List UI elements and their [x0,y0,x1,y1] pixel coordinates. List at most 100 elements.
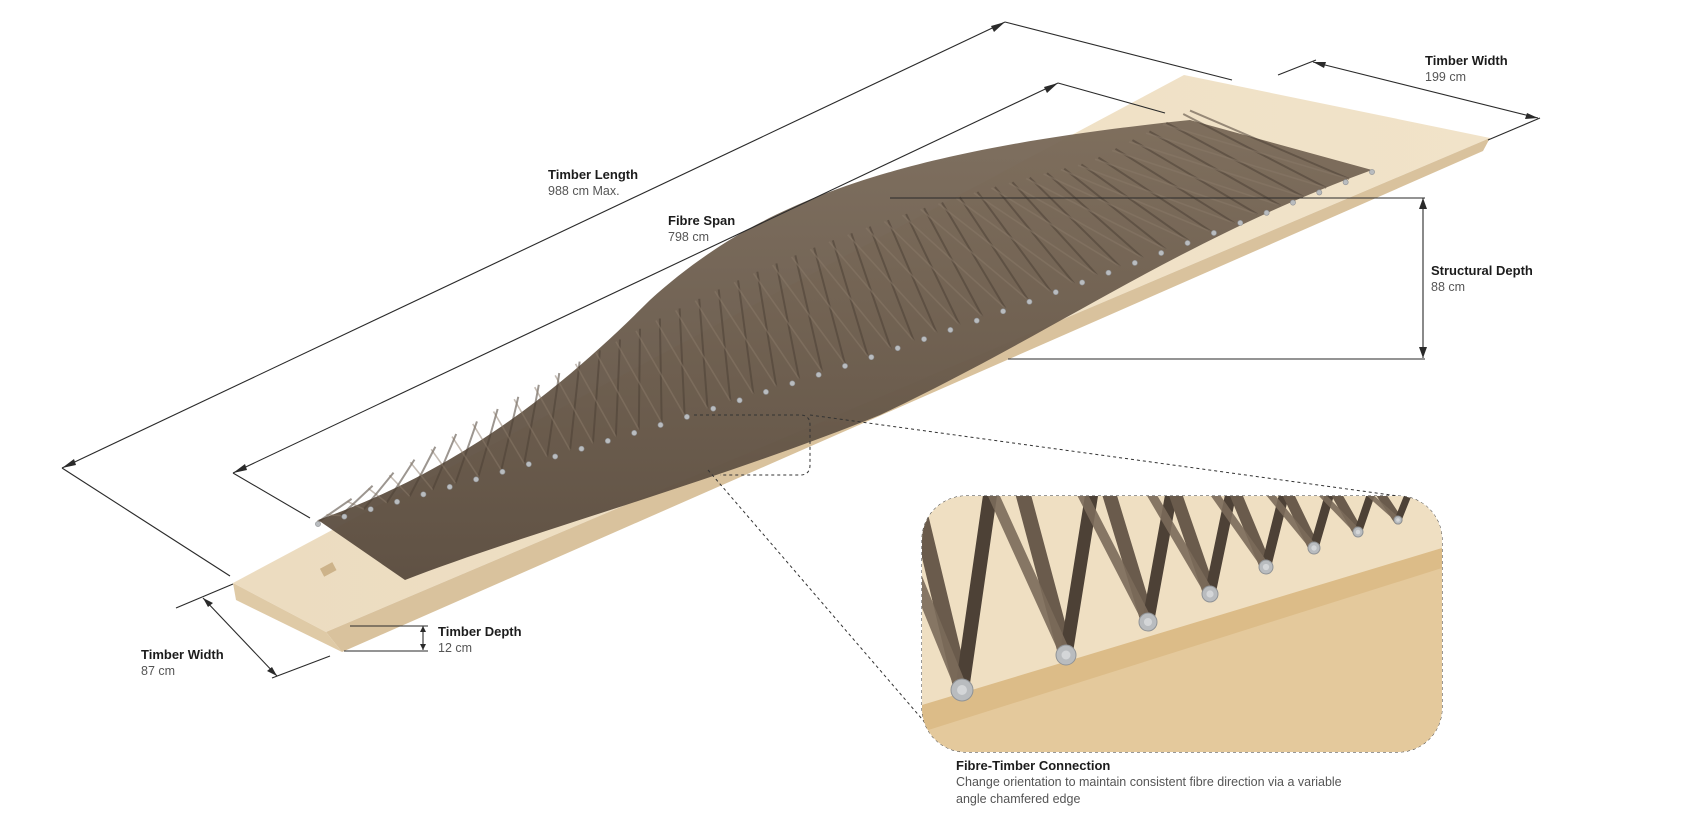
fibre-strand [347,500,365,510]
fibre-strand [1080,163,1190,242]
fibre-strand [409,461,434,491]
fibre-span-ext-right [1057,82,1166,114]
fibre-strand [595,352,640,430]
fibre-strand [385,459,416,504]
fibre-strand [937,202,1052,293]
timber-length-value: 988 cm Max. [548,184,620,198]
fibre-strand [941,201,1007,309]
fibre-strand [1008,182,1144,259]
edge-pin [499,468,506,475]
inset-fibre-strand [1144,496,1215,599]
edge-pin [1052,289,1059,296]
timber-width-top-value: 199 cm [1425,70,1466,84]
edge-pin [947,327,954,333]
fibre-strand [500,396,520,471]
inset-fibre-strand [922,496,968,696]
edge-pin [763,389,769,395]
fibre-strand [1097,156,1213,233]
fibre-strand [828,241,915,342]
edge-pin [921,336,927,343]
inset-fibre-strand [955,496,998,697]
fibre-strand [847,234,938,334]
fibre-span-title: Fibre Span [668,213,736,228]
fibre-strand [991,187,1121,268]
edge-pins [315,169,1375,527]
arrow-length-right [991,22,1005,32]
fibre-strand [340,485,374,517]
edge-pin [1369,169,1375,175]
fibre-strand [1189,109,1350,180]
fibre-strand [717,289,732,402]
fibre-strand [737,280,755,395]
fibre-strand [477,408,499,477]
edge-pin [894,345,901,352]
fibre-strand [454,421,478,484]
arrow-depth-bottom [1419,347,1427,358]
fibre-strand [523,384,540,464]
fibre-strand [678,308,686,416]
fibre-strand [1043,173,1190,242]
structural-depth-value: 88 cm [1431,280,1466,294]
fibre-strand [1077,164,1235,224]
edge-pin [684,413,690,420]
fibre-strand [883,220,984,318]
edge-pin [973,317,980,324]
arrow-width-top-left [1313,62,1326,68]
inset-fibres [922,496,1414,698]
timber-width-top-ext-2 [1487,117,1541,141]
fibre-strand [976,191,1053,293]
fibre-strand [472,423,502,471]
fibre-strand [367,487,388,504]
arrowheads [62,22,1538,676]
edge-pin [420,491,427,498]
arrow-width-bottom-left [203,598,213,607]
detail-source-box [694,414,811,476]
edge-pin [1237,219,1244,226]
fibre-strand [1029,176,1121,268]
fibre-strand [1063,167,1167,251]
edge-pin [1184,240,1191,246]
timber-width-bottom-line [202,597,278,677]
edge-pin [552,453,559,460]
edge-pin [710,405,717,412]
fibre-strand [554,375,594,444]
fibre-strand [733,281,800,380]
fibre-strand [326,513,341,517]
timber-width-top-title: Timber Width [1425,53,1508,68]
arrow-span-left [233,464,247,473]
arrow-depth-top [1419,198,1427,209]
fibre-strand [655,320,709,409]
inset-pin-head [1061,650,1071,660]
inset-pin-head [1206,590,1214,598]
fibre-pattern [317,109,1350,523]
fibre-strand [363,472,395,510]
timber-depth-label: Timber Depth 12 cm [438,623,522,657]
inset-fibre-strand [1394,496,1414,524]
fibre-strand [1025,177,1167,250]
edge-pin [631,430,638,436]
fibre-strand [752,272,823,373]
edge-pin [1026,298,1033,305]
fibre-strand [920,208,1029,301]
timber-width-bottom-value: 87 cm [141,664,176,678]
fibre-strand [1145,132,1327,189]
fibre-strand [492,411,525,464]
fibre-strand [430,448,457,484]
timber-width-bottom-ext-1 [175,583,234,609]
edge-pin [394,498,400,505]
slab-slot [319,562,337,577]
fibre-strand [973,192,1098,276]
structural-depth-title: Structural Depth [1431,263,1533,278]
fibre-strand [1128,141,1304,198]
fibre-strand [958,196,1030,301]
edge-pin [315,521,321,527]
fibre-strand [431,433,458,491]
dimension-lines [61,21,1541,679]
fibre-strand [1046,172,1144,259]
inset-pin-head [1262,563,1270,571]
fibre-strand [591,350,601,444]
inset-fibre-strand [1314,496,1361,535]
inset-fibre-strand [1261,496,1291,572]
detail-inset [922,496,1442,752]
connection-title: Fibre-Timber Connection [956,758,1111,773]
